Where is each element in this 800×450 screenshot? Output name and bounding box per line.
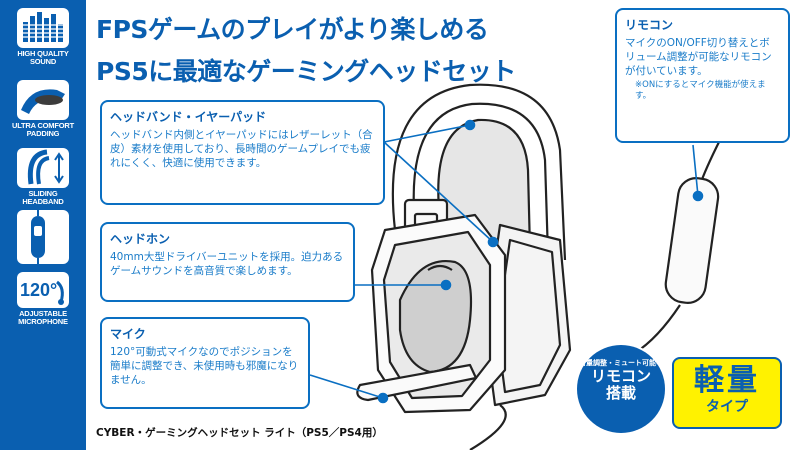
feature-label: ADJUSTABLE MICROPHONE: [18, 309, 68, 326]
page-title-line2: PS5に最適なゲーミングヘッドセット: [96, 57, 516, 86]
callout-text: マイクのON/OFF切り替えとボリューム調整が可能なリモコンが付いています。: [625, 37, 772, 77]
badge-remote-control: 音量調整・ミュート可能な リモコン 搭載: [577, 345, 665, 433]
feature-high-quality-sound: HIGH QUALITY SOUND: [6, 8, 80, 66]
feature-volume-control: VOLUME CONTROL: [6, 210, 80, 264]
callout-headphone: ヘッドホン 40mm大型ドライバーユニットを採用。迫力あるゲームサウンドを高音質…: [100, 222, 355, 302]
feature-label: ULTRA COMFORT PADDING: [12, 121, 74, 138]
feature-adjustable-microphone: 120° ADJUSTABLE MICROPHONE: [6, 272, 80, 326]
feature-label: HIGH QUALITY SOUND: [17, 49, 69, 66]
product-caption: CYBER・ゲーミングヘッドセット ライト（PS5／PS4用）: [96, 427, 383, 439]
callout-text: ヘッドバンド内側とイヤーパッドにはレザーレット（合皮）素材を使用しており、長時間…: [110, 129, 373, 169]
badge-subtext: タイプ: [706, 399, 748, 415]
feature-ultra-comfort-padding: ULTRA COMFORT PADDING: [6, 80, 80, 138]
padding-icon: [17, 80, 69, 120]
callout-heading: ヘッドホン: [110, 232, 171, 246]
equalizer-icon: [17, 8, 69, 48]
callout-heading: リモコン: [625, 18, 674, 32]
microphone-icon: 120°: [17, 272, 69, 308]
badge-lightweight: 軽量 タイプ: [672, 357, 782, 429]
badge-subtext: 音量調整・ミュート可能な: [579, 359, 663, 367]
callout-text: 40mm大型ドライバーユニットを採用。迫力あるゲームサウンドを高音質で楽しめます…: [110, 251, 344, 277]
callout-remote: リモコン マイクのON/OFF切り替えとボリューム調整が可能なリモコンが付いてい…: [615, 8, 790, 143]
callout-heading: マイク: [110, 327, 146, 341]
badge-text: 軽量: [694, 363, 760, 398]
callout-headband: ヘッドバンド・イヤーパッド ヘッドバンド内側とイヤーパッドにはレザーレット（合皮…: [100, 100, 385, 205]
callout-note: ※ONにするとマイク機能が使えます。: [635, 80, 766, 101]
callout-heading: ヘッドバンド・イヤーパッド: [110, 110, 267, 124]
callout-text: 120°可動式マイクなのでポジションを簡単に調整でき、未使用時も邪魔になりません…: [110, 346, 299, 386]
page-title-line1: FPSゲームのプレイがより楽しめる: [96, 15, 489, 44]
feature-label: VOLUME CONTROL: [49, 212, 64, 246]
headband-icon: [17, 148, 69, 188]
badge-text: 搭載: [605, 384, 636, 402]
feature-sidebar: HIGH QUALITY SOUND ULTRA COMFORT PADDING…: [0, 0, 86, 450]
badge-text: リモコン: [590, 367, 651, 385]
callout-mic: マイク 120°可動式マイクなのでポジションを簡単に調整でき、未使用時も邪魔にな…: [100, 317, 310, 409]
feature-label: SLIDING HEADBAND: [22, 189, 64, 206]
svg-text:120°: 120°: [20, 280, 57, 300]
volume-control-icon: [17, 210, 69, 264]
feature-sliding-headband: SLIDING HEADBAND: [6, 148, 80, 206]
